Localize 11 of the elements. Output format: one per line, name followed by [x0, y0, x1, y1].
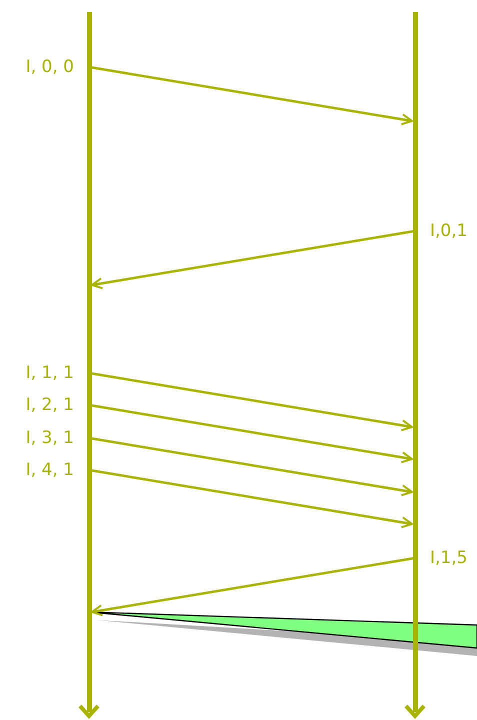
timeline-bar — [86, 12, 92, 712]
state-label: I,1,5 — [430, 550, 468, 566]
state-label: I,0,1 — [430, 222, 468, 240]
state-label: I, 4, 1 — [26, 462, 74, 478]
arrow — [91, 556, 416, 616]
state-label: I, 3, 1 — [26, 430, 74, 446]
state-label: I, 0, 0 — [26, 58, 74, 76]
state-label: I, 2, 1 — [26, 396, 74, 414]
timeline-bar — [412, 12, 418, 712]
state-label: I, 1, 1 — [26, 364, 74, 382]
arrow — [91, 230, 416, 290]
